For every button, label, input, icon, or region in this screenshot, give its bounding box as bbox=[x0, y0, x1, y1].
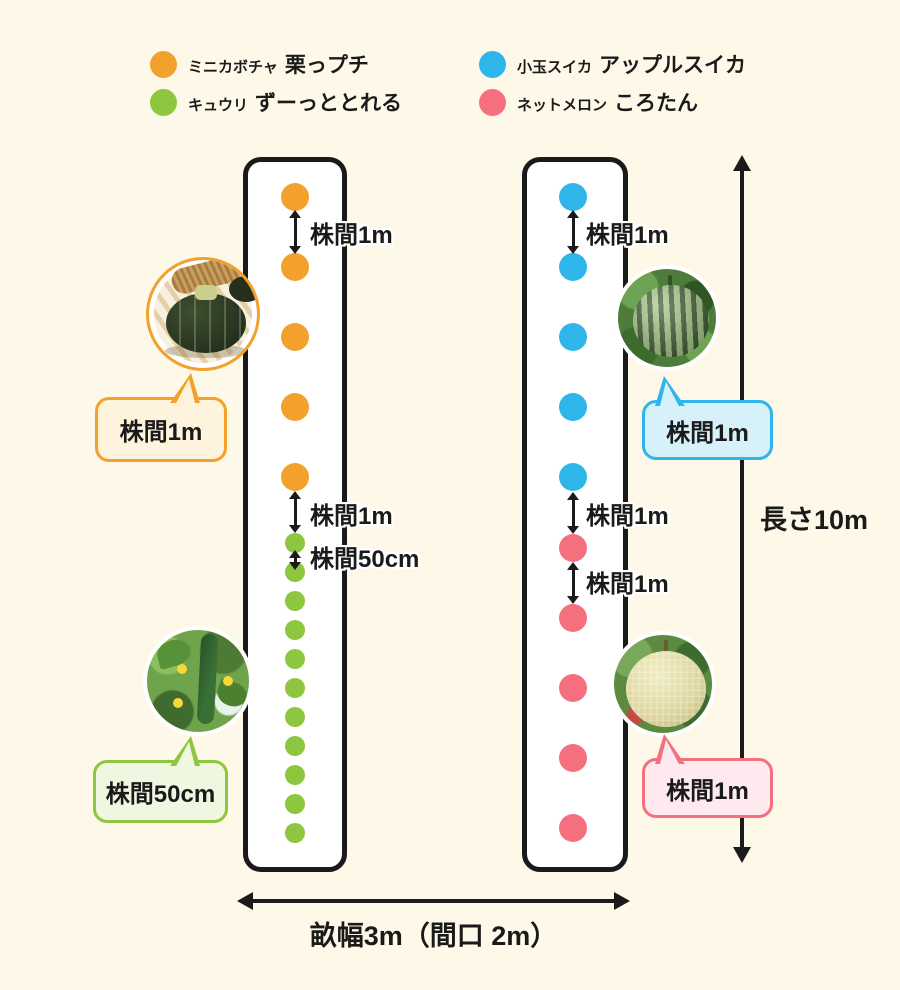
pumpkin-photo bbox=[146, 257, 260, 371]
melon-photo bbox=[610, 631, 716, 737]
spacing-arrow bbox=[287, 210, 303, 254]
legend-species: ミニカボチャ bbox=[188, 59, 278, 76]
cucumber-leaf bbox=[154, 636, 194, 670]
plant-dot-watermelon bbox=[559, 253, 587, 281]
callout-text: 株間1m bbox=[666, 777, 749, 805]
spacing-arrow bbox=[565, 562, 581, 604]
cucumber-photo bbox=[143, 626, 253, 736]
callout-tail bbox=[170, 736, 200, 773]
callout-tail bbox=[655, 376, 685, 413]
cucumber-flower bbox=[177, 664, 187, 674]
plant-dot-cucumber bbox=[285, 765, 305, 785]
pumpkin-callout: 株間1m bbox=[95, 373, 227, 462]
plant-dot-cucumber bbox=[285, 823, 305, 843]
callout-text: 株間50cm bbox=[105, 781, 216, 808]
plant-dot-watermelon bbox=[559, 463, 587, 491]
plant-dot-pumpkin bbox=[281, 323, 309, 351]
cucumber-callout: 株間50cm bbox=[93, 736, 228, 823]
length-arrow bbox=[732, 155, 752, 863]
watermelon-dot-icon bbox=[479, 50, 506, 78]
cucumber-dot-icon bbox=[150, 88, 177, 116]
spacing-label: 株間1m bbox=[586, 571, 669, 598]
pumpkin-stem bbox=[195, 285, 217, 300]
spacing-arrow bbox=[287, 491, 303, 533]
melon-fruit bbox=[626, 651, 706, 727]
callout-text: 株間1m bbox=[666, 419, 749, 447]
plant-dot-watermelon bbox=[559, 393, 587, 421]
plant-dot-cucumber bbox=[285, 649, 305, 669]
cucumber-fruit bbox=[196, 633, 219, 725]
melon-callout: 株間1m bbox=[642, 734, 773, 818]
melon-dot-icon bbox=[479, 88, 506, 116]
plant-dot-watermelon bbox=[559, 183, 587, 211]
legend-variety: ずーっととれる bbox=[255, 92, 403, 115]
length-label: 長さ10m bbox=[760, 505, 869, 535]
plant-dot-watermelon bbox=[559, 323, 587, 351]
pumpkin-body bbox=[166, 293, 246, 353]
plant-dot-cucumber bbox=[285, 620, 305, 640]
callout-text: 株間1m bbox=[119, 419, 203, 446]
width-arrow bbox=[237, 891, 630, 911]
legend-variety: 栗っプチ bbox=[284, 54, 369, 77]
plant-dot-melon bbox=[559, 604, 587, 632]
plant-dot-cucumber bbox=[285, 678, 305, 698]
legend-item-pumpkin: ミニカボチャ 栗っプチ bbox=[150, 49, 369, 79]
plant-dot-cucumber bbox=[285, 707, 305, 727]
spacing-label: 株間50cm bbox=[310, 546, 420, 573]
plant-dot-melon bbox=[559, 534, 587, 562]
plant-dot-cucumber bbox=[285, 794, 305, 814]
legend-item-melon: ネットメロン ころたん bbox=[479, 87, 698, 117]
legend-species: キュウリ bbox=[188, 97, 249, 114]
watermelon-stem bbox=[668, 275, 672, 289]
width-label: 畝幅3m（間口 2m） bbox=[309, 921, 558, 951]
second-pumpkin-edge bbox=[229, 276, 257, 302]
watermelon-fruit bbox=[633, 285, 709, 357]
plant-dot-cucumber bbox=[285, 736, 305, 756]
plant-dot-melon bbox=[559, 674, 587, 702]
cucumber-flower bbox=[173, 698, 183, 708]
plant-dot-cucumber bbox=[285, 591, 305, 611]
pumpkin-dot-icon bbox=[150, 50, 177, 78]
spacing-arrow bbox=[565, 210, 581, 254]
watermelon-photo bbox=[614, 265, 720, 371]
legend-variety: ころたん bbox=[614, 92, 699, 115]
spacing-arrow bbox=[565, 492, 581, 534]
plant-dot-melon bbox=[559, 744, 587, 772]
legend-item-watermelon: 小玉スイカ アップルスイカ bbox=[479, 49, 746, 79]
melon-stem bbox=[664, 640, 668, 653]
plant-dot-pumpkin bbox=[281, 393, 309, 421]
spacing-label: 株間1m bbox=[310, 222, 393, 249]
watermelon-callout: 株間1m bbox=[642, 376, 773, 460]
spacing-label: 株間1m bbox=[586, 503, 669, 530]
cucumber-flower bbox=[223, 676, 233, 686]
legend-item-cucumber: キュウリ ずーっととれる bbox=[150, 87, 402, 117]
legend-variety: アップルスイカ bbox=[599, 54, 747, 77]
plant-dot-melon bbox=[559, 814, 587, 842]
callout-tail bbox=[170, 373, 200, 410]
spacing-label: 株間1m bbox=[310, 503, 393, 530]
plant-dot-cucumber bbox=[285, 533, 305, 553]
legend-species: 小玉スイカ bbox=[517, 59, 593, 76]
plant-dot-pumpkin bbox=[281, 253, 309, 281]
plant-dot-pumpkin bbox=[281, 463, 309, 491]
legend-species: ネットメロン bbox=[517, 97, 608, 114]
spacing-label: 株間1m bbox=[586, 222, 669, 249]
callout-tail bbox=[655, 734, 685, 771]
plant-dot-pumpkin bbox=[281, 183, 309, 211]
spacing-arrow bbox=[287, 550, 303, 570]
